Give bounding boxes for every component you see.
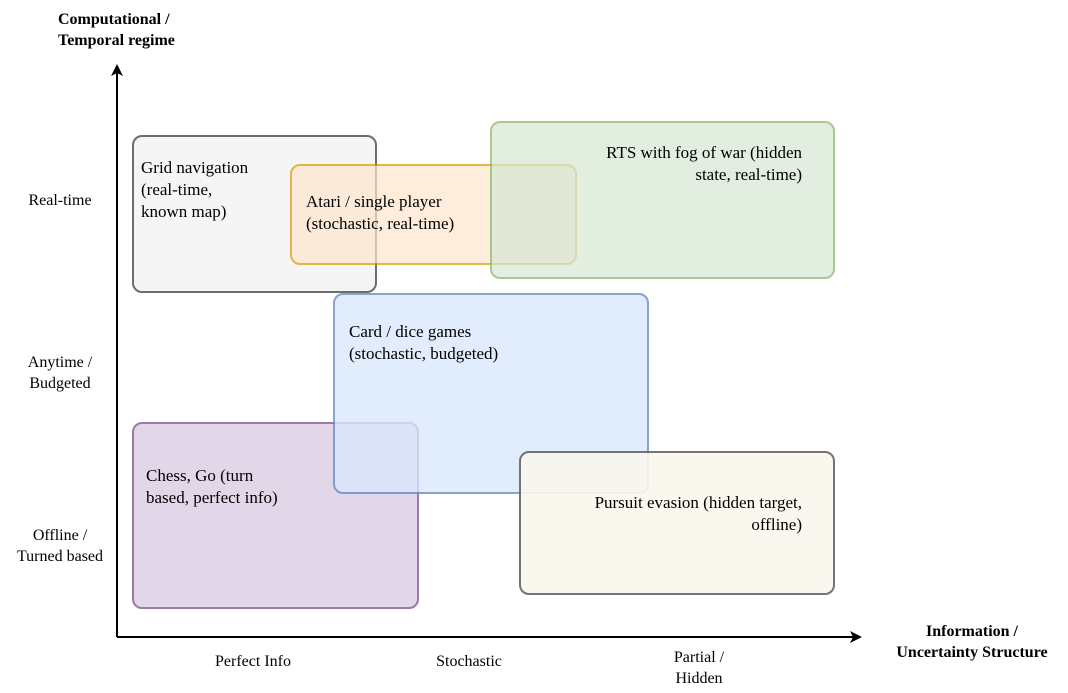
x-tick-stochastic: Stochastic	[409, 651, 529, 672]
tick-line: Partial /	[673, 649, 725, 666]
x-axis-title-line: Information /	[926, 623, 1018, 640]
region-label-chess-go: Chess, Go (turn based, perfect info)	[146, 465, 278, 509]
region-rts	[490, 121, 835, 279]
tick-line: Perfect Info	[215, 653, 291, 670]
y-tick-real-time: Real-time	[10, 190, 110, 211]
label-line: known map)	[141, 202, 227, 221]
x-tick-partial-hidden: Partial / Hidden	[649, 647, 749, 689]
y-axis-title-line: Computational /	[58, 11, 170, 28]
tick-line: Stochastic	[436, 653, 502, 670]
label-line: (real-time,	[141, 180, 213, 199]
label-line: (stochastic, budgeted)	[349, 344, 499, 363]
region-label-card-dice: Card / dice games (stochastic, budgeted)	[349, 321, 498, 365]
tick-line: Anytime /	[27, 354, 93, 371]
y-tick-offline: Offline / Turned based	[6, 525, 114, 567]
label-line: offline)	[751, 515, 802, 534]
y-tick-anytime-budgeted: Anytime / Budgeted	[10, 352, 110, 394]
tick-line: Budgeted	[29, 375, 91, 392]
tick-line: Hidden	[675, 670, 723, 687]
tick-line: Turned based	[16, 548, 104, 565]
label-line: (stochastic, real-time)	[306, 214, 455, 233]
region-label-atari: Atari / single player (stochastic, real-…	[306, 191, 454, 235]
label-line: based, perfect info)	[146, 488, 278, 507]
x-axis-title-line: Uncertainty Structure	[896, 644, 1048, 661]
tick-line: Offline /	[32, 527, 88, 544]
region-label-pursuit-evasion: Pursuit evasion (hidden target, offline)	[595, 492, 802, 536]
label-line: Grid navigation	[141, 158, 249, 177]
label-line: Atari / single player	[306, 192, 442, 211]
label-line: Chess, Go (turn	[146, 466, 254, 485]
label-line: Pursuit evasion (hidden target,	[594, 493, 802, 512]
region-label-grid-navigation: Grid navigation (real-time, known map)	[141, 157, 248, 223]
region-pursuit-evasion	[519, 451, 835, 595]
label-line: Card / dice games	[349, 322, 472, 341]
region-label-rts: RTS with fog of war (hidden state, real-…	[606, 142, 802, 186]
label-line: state, real-time)	[695, 165, 802, 184]
y-axis-title: Computational / Temporal regime	[58, 9, 175, 51]
y-axis-title-line: Temporal regime	[58, 32, 175, 49]
tick-line: Real-time	[28, 192, 92, 209]
x-tick-perfect-info: Perfect Info	[193, 651, 313, 672]
x-axis-title: Information / Uncertainty Structure	[884, 621, 1060, 663]
label-line: RTS with fog of war (hidden	[606, 143, 802, 162]
